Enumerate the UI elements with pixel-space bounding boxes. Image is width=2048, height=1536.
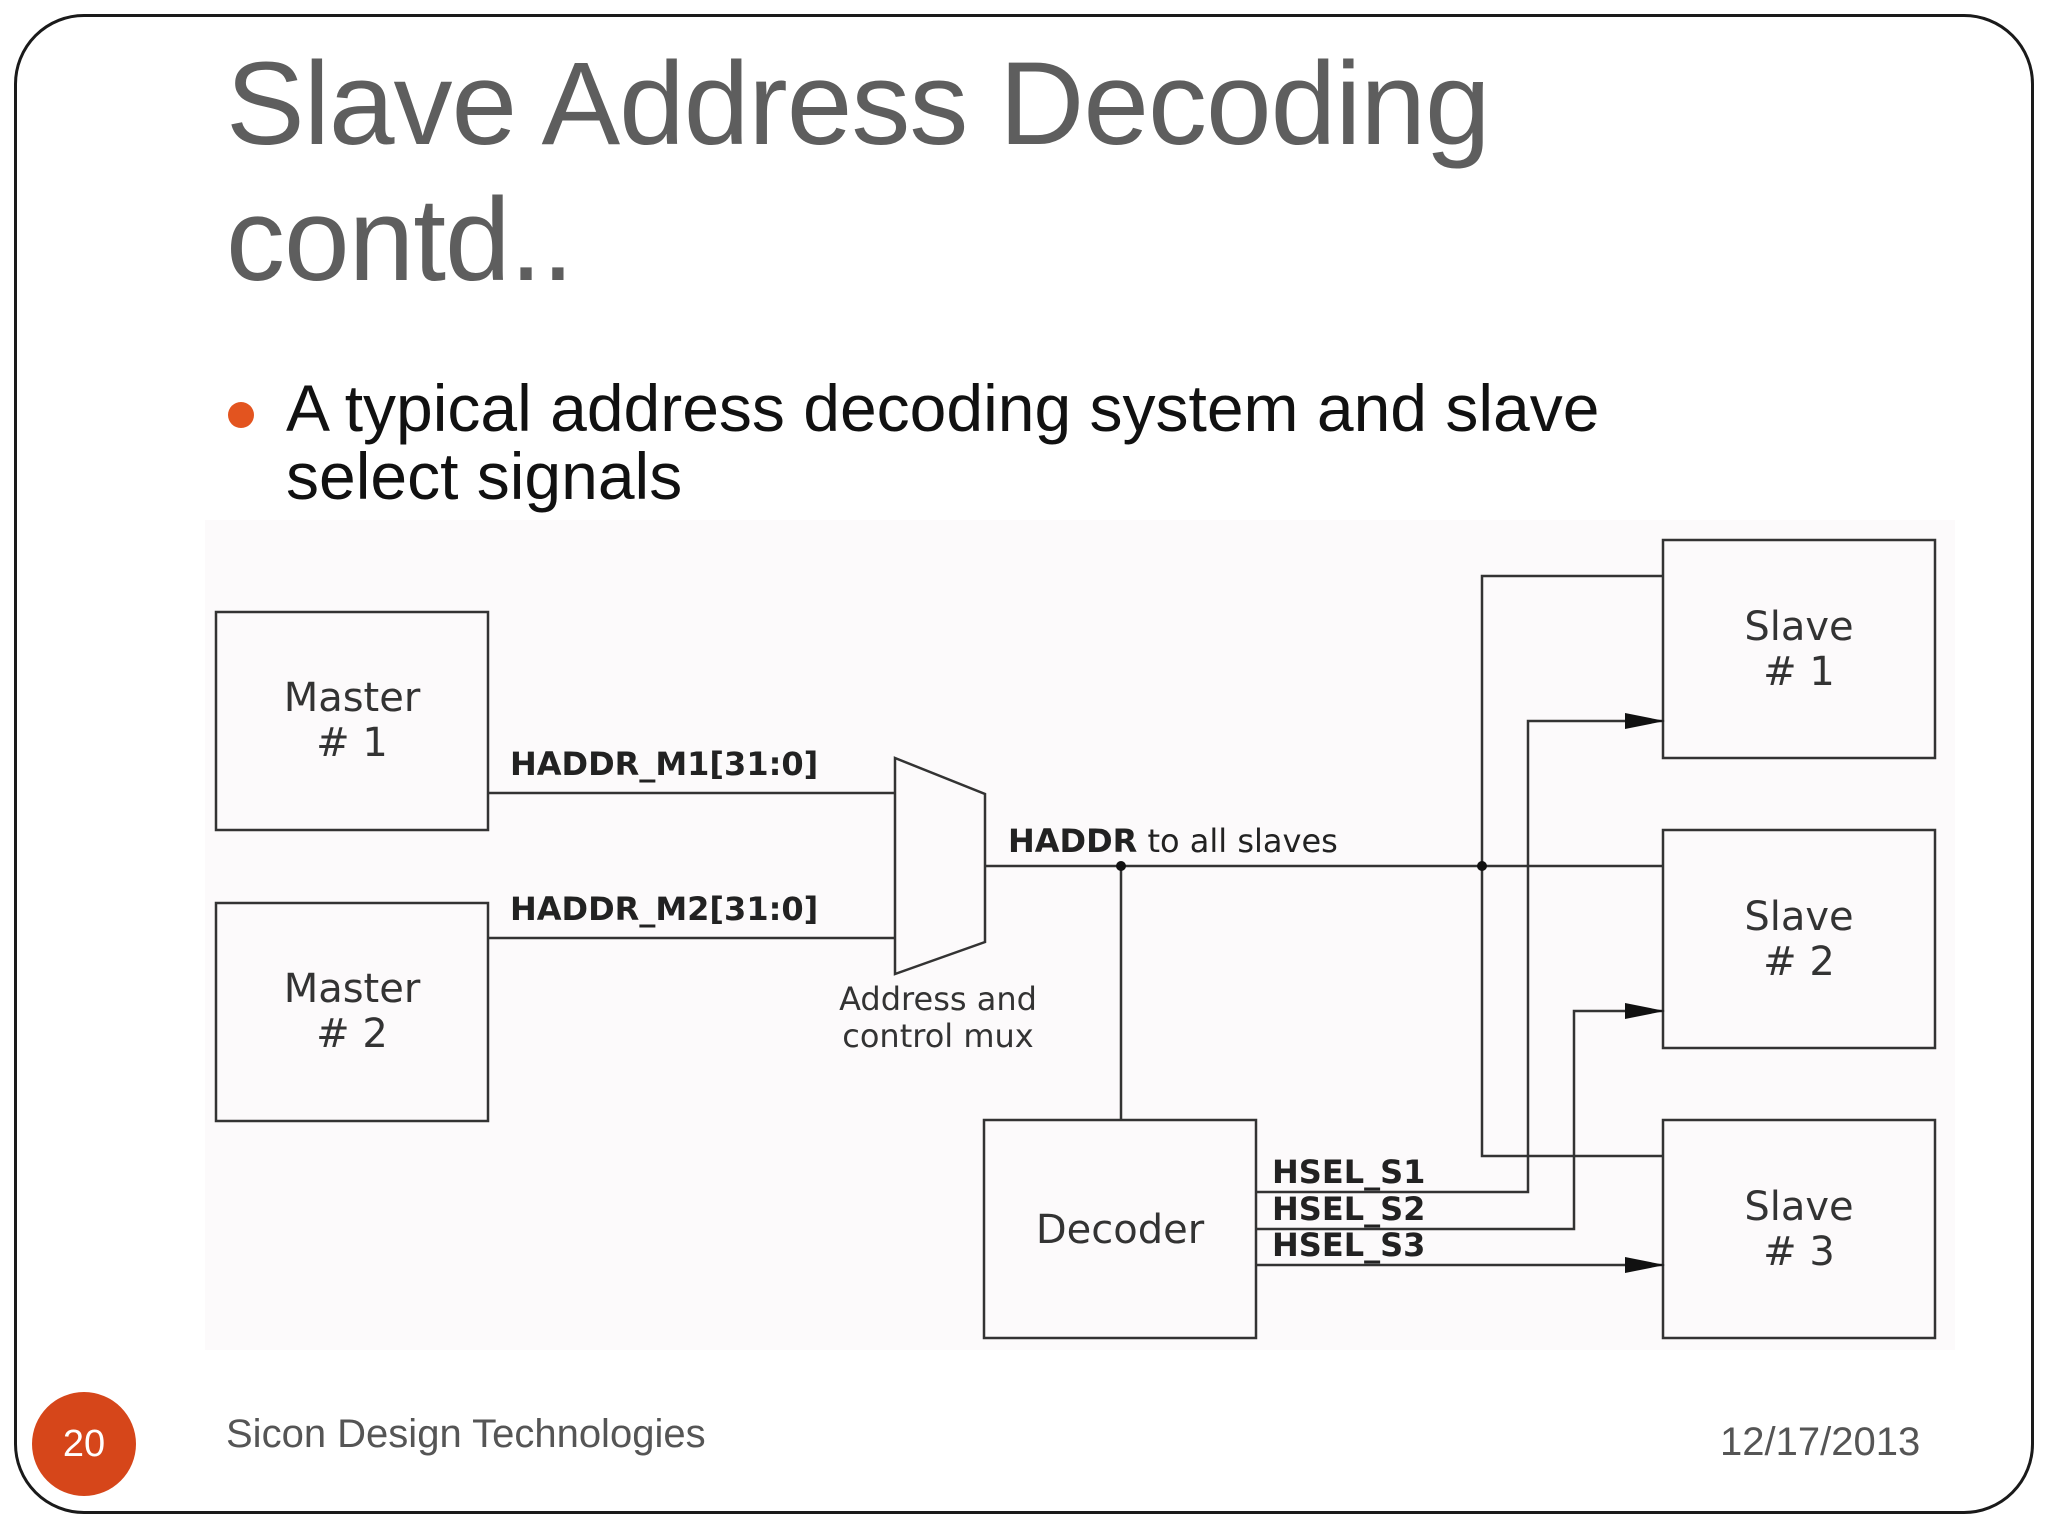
slave-1-label-2: # 1 (1763, 649, 1835, 695)
master-2-label-2: # 2 (316, 1011, 388, 1057)
slave-2-label-1: Slave (1744, 894, 1853, 940)
bullet-dot-icon (228, 402, 254, 428)
slide-title: Slave Address Decoding contd.. (226, 36, 1926, 308)
master-2-box (214, 901, 490, 1123)
hsel-s1-label: HSEL_S1 (1272, 1153, 1425, 1191)
haddr-bus-label: HADDR to all slaves (1008, 822, 1338, 860)
mux-label-2: control mux (842, 1017, 1033, 1055)
haddr-to-slave3-wire (1480, 866, 1663, 1158)
page-number-badge: 20 (32, 1392, 136, 1496)
master-1-label-2: # 1 (316, 720, 388, 766)
master-1-box (214, 610, 490, 832)
haddr-bus-label-rest: to all slaves (1137, 822, 1338, 860)
hsel-s2-wire (1256, 1003, 1665, 1231)
junction-decoder (1116, 861, 1126, 871)
slave-1-label-1: Slave (1744, 604, 1853, 650)
junction-slaves (1477, 861, 1487, 871)
bullet-text: A typical address decoding system and sl… (286, 374, 1786, 510)
title-line-1: Slave Address Decoding (226, 38, 1491, 170)
slave-3-box (1661, 1118, 1937, 1340)
master-2-label-1: Master (284, 966, 421, 1012)
haddr-m2-label: HADDR_M2[31:0] (510, 890, 818, 928)
bullet-line-2: select signals (286, 439, 683, 513)
mux-label-1: Address and (839, 980, 1037, 1018)
hsel-s1-wire (1256, 713, 1665, 1194)
bullet-line-1: A typical address decoding system and sl… (286, 371, 1600, 445)
slave-3-label-2: # 3 (1763, 1229, 1835, 1275)
slave-2-box (1661, 828, 1937, 1050)
mux-shape (893, 756, 987, 976)
slave-2-label-2: # 2 (1763, 939, 1835, 985)
haddr-to-slave1-wire (1480, 574, 1663, 866)
slave-3-label-1: Slave (1744, 1184, 1853, 1230)
footer-company: Sicon Design Technologies (226, 1412, 706, 1456)
master-1-label-1: Master (284, 675, 421, 721)
slave-1-box (1661, 538, 1937, 760)
haddr-m1-label: HADDR_M1[31:0] (510, 745, 818, 783)
title-line-2: contd.. (226, 174, 574, 306)
hsel-s3-label: HSEL_S3 (1272, 1226, 1425, 1264)
haddr-bus-label-bold: HADDR (1008, 822, 1137, 860)
decoder-label: Decoder (1036, 1207, 1205, 1253)
hsel-s2-label: HSEL_S2 (1272, 1190, 1425, 1228)
footer-date: 12/17/2013 (1720, 1420, 1921, 1464)
